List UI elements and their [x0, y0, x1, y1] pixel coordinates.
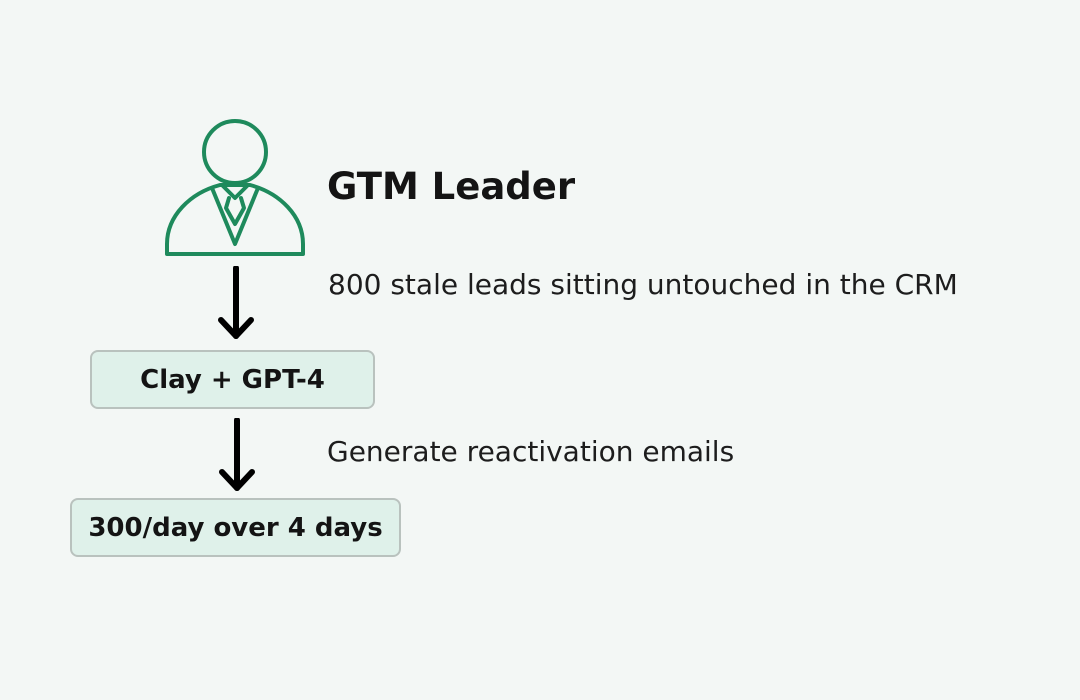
annotation-reactivation-emails: Generate reactivation emails	[327, 435, 735, 468]
step-box-clay-gpt4: Clay + GPT-4	[90, 350, 375, 409]
diagram-title: GTM Leader	[327, 165, 576, 208]
person-tie-icon	[165, 119, 305, 256]
step-label: 300/day over 4 days	[88, 512, 383, 543]
down-arrow-icon	[218, 266, 254, 339]
down-arrow-icon	[219, 418, 255, 491]
annotation-stale-leads: 800 stale leads sitting untouched in the…	[328, 268, 958, 301]
step-box-daily-volume: 300/day over 4 days	[70, 498, 401, 557]
step-label: Clay + GPT-4	[140, 364, 325, 395]
